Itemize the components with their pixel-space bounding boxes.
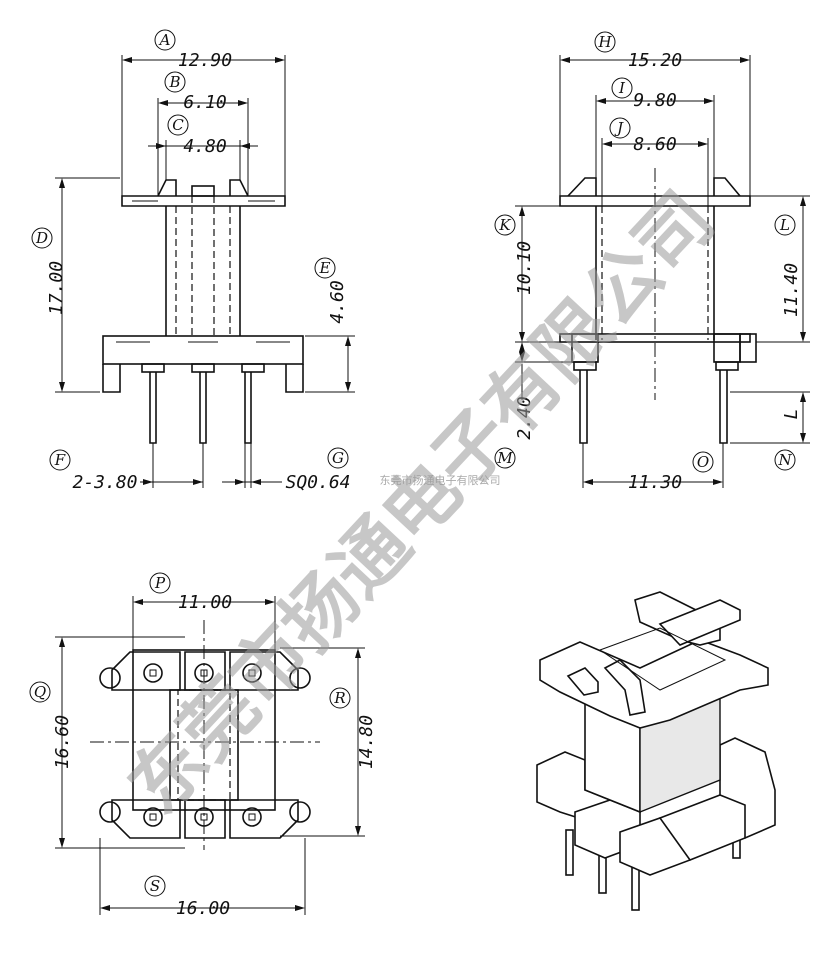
dim-B-value: 6.10 (183, 92, 226, 113)
dim-O-value: 11.30 (628, 472, 682, 493)
label-A: A (158, 31, 171, 49)
label-K: K (498, 216, 511, 234)
dim-I-value: 9.80 (633, 90, 676, 111)
dim-G-value: SQ0.64 (285, 472, 350, 493)
dim-S-value: 16.00 (176, 898, 230, 919)
label-O: O (697, 453, 709, 471)
dim-E-value: 4.60 (327, 280, 348, 323)
label-P: P (154, 574, 166, 592)
label-Q: Q (34, 683, 46, 701)
label-I: I (618, 79, 626, 97)
dim-F-value: 2-3.80 (72, 472, 137, 493)
label-C: C (172, 116, 184, 134)
label-N: N (777, 451, 792, 469)
dim-H-value: 15.20 (628, 50, 682, 71)
label-S: S (150, 877, 160, 895)
reference-labels: A B C D E F G H I J K L M N O P Q R S (29, 29, 796, 897)
label-B: B (168, 73, 180, 91)
dim-Q-value: 16.60 (52, 715, 73, 769)
dim-C-value: 4.80 (183, 136, 226, 157)
label-R: R (333, 689, 345, 707)
dimension-values: 12.90 6.10 4.80 17.00 4.60 2-3.80 SQ0.64… (46, 50, 802, 919)
label-E: E (319, 259, 331, 277)
isometric-view (536, 591, 776, 911)
dim-K-value: 10.10 (514, 241, 535, 295)
dim-J-value: 8.60 (633, 134, 676, 155)
label-G: G (332, 449, 344, 467)
bottom-view (55, 596, 365, 915)
watermark-small: 东莞市扬通电子有限公司 (380, 473, 501, 487)
dim-D-value: 17.00 (46, 261, 67, 315)
label-M: M (496, 449, 513, 467)
dim-P-value: 11.00 (178, 592, 232, 613)
label-J: J (614, 119, 624, 137)
label-L: L (779, 216, 790, 234)
label-F: F (54, 451, 66, 469)
dim-L-value: 11.40 (781, 263, 802, 317)
dim-M-value: 2.40 (514, 396, 535, 439)
dim-N-value: L (781, 409, 802, 420)
front-view (55, 55, 355, 488)
dim-R-value: 14.80 (356, 715, 377, 769)
dim-A-value: 12.90 (178, 50, 232, 71)
label-D: D (35, 229, 48, 247)
side-view (515, 55, 810, 488)
label-H: H (597, 33, 612, 51)
